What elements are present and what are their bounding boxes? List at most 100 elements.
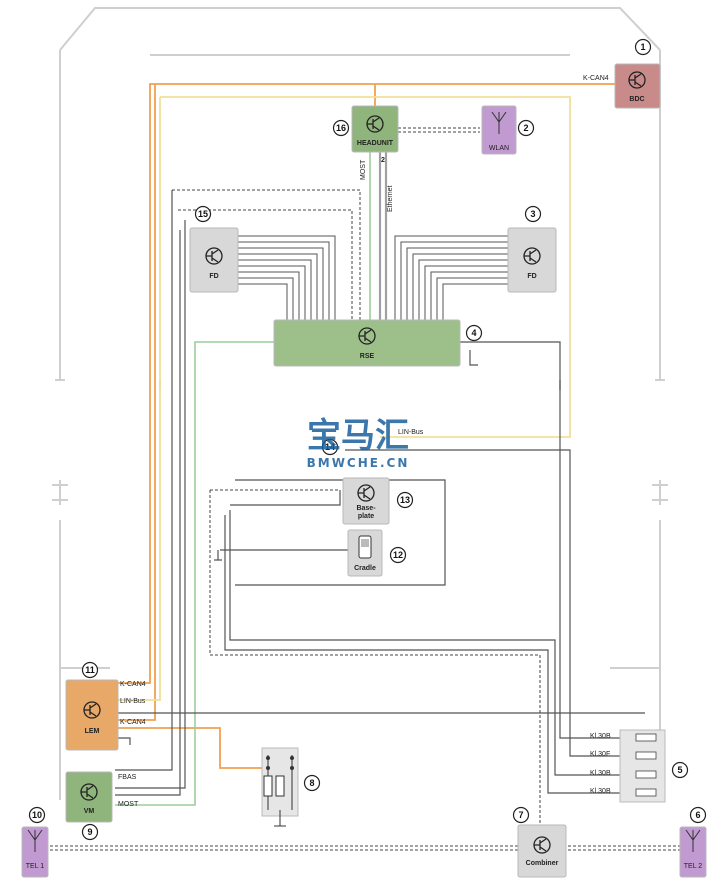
cradle-module[interactable]: Cradle <box>347 529 383 577</box>
callout-11: 11 <box>81 661 99 679</box>
callout-2: 2 <box>517 119 535 137</box>
tel2-antenna-icon <box>685 829 701 852</box>
kcan4-wires <box>118 83 615 769</box>
signal-splitter-block <box>261 747 299 827</box>
fd_right-transistor-icon <box>523 247 541 265</box>
callout-16: 16 <box>332 119 350 137</box>
bdc-transistor-icon <box>628 71 646 89</box>
watermark: 宝马汇 BMWCHE.CN <box>307 416 410 470</box>
fd_right-label: FD <box>527 273 536 280</box>
vm-transistor-icon <box>80 783 98 801</box>
callout-number: 2 <box>523 123 528 133</box>
callout-number: 16 <box>336 123 346 133</box>
headunit-module[interactable]: HEADUNIT <box>351 105 399 153</box>
callout-number: 3 <box>530 209 535 219</box>
callout-number: 10 <box>32 810 42 820</box>
callout-8: 8 <box>303 774 321 792</box>
baseplate-label: plate <box>358 513 374 520</box>
lin-bus-wires <box>118 96 571 701</box>
cradle-label: Cradle <box>354 565 376 572</box>
callout-number: 6 <box>695 810 700 820</box>
callout-13: 13 <box>396 491 414 509</box>
headunit-label: HEADUNIT <box>357 140 394 147</box>
wlan-label: WLAN <box>489 145 509 152</box>
vm-most-label: MOST <box>118 801 139 808</box>
ethernet-vertical-label: Ethernet <box>387 185 394 212</box>
fd-bundles <box>238 235 508 320</box>
callout-number: 15 <box>198 209 208 219</box>
fuse-box <box>619 729 666 803</box>
watermark-en: BMWCHE.CN <box>307 456 410 470</box>
callout-5: 5 <box>671 761 689 779</box>
callout-4: 4 <box>465 324 483 342</box>
fuse-label: Kl.30F <box>590 751 610 758</box>
callout-number: 11 <box>85 665 95 675</box>
most-vertical-label: MOST <box>360 159 367 180</box>
baseplate-transistor-icon <box>357 484 375 502</box>
callout-7: 7 <box>512 806 530 824</box>
callout-14: 14 <box>321 438 339 456</box>
fuse-label: Kl.30B <box>590 770 611 777</box>
tel1-antenna-module[interactable]: TEL 1 <box>21 826 49 878</box>
lem-kcan4-bottom-label: K-CAN4 <box>120 719 146 726</box>
combiner-transistor-icon <box>533 836 551 854</box>
ethernet-wires <box>378 152 388 320</box>
fuse-label: Kl.30B <box>590 733 611 740</box>
wlan-module[interactable]: WLAN <box>481 105 517 155</box>
callout-number: 1 <box>640 42 645 52</box>
lem-kcan4-top-label: K-CAN4 <box>120 681 146 688</box>
wlan-antenna-icon <box>491 111 507 134</box>
callout-number: 5 <box>677 765 682 775</box>
vm-fbas-label: FBAS <box>118 774 137 781</box>
fd_left-transistor-icon <box>205 247 223 265</box>
combiner-module[interactable]: Combiner <box>517 824 567 878</box>
most-wires <box>115 152 371 806</box>
headunit-transistor-icon <box>366 115 384 133</box>
fd-left-module[interactable]: FD <box>189 227 239 293</box>
vm-label: VM <box>84 808 95 815</box>
callout-10: 10 <box>28 806 46 824</box>
callout-1: 1 <box>634 38 652 56</box>
callout-number: 14 <box>325 442 335 452</box>
tel2-label: TEL 2 <box>684 863 703 870</box>
callout-number: 13 <box>400 495 410 505</box>
tel1-label: TEL 1 <box>26 863 45 870</box>
callout-number: 9 <box>87 827 92 837</box>
tel1-antenna-icon <box>27 829 43 852</box>
rse-transistor-icon <box>358 327 376 345</box>
callout-number: 12 <box>393 550 403 560</box>
dashed-wires <box>40 127 690 851</box>
lem-linbus-label: LIN-Bus <box>120 698 146 705</box>
lin-bus-right-label: LIN-Bus <box>398 429 424 436</box>
callout-number: 4 <box>471 328 476 338</box>
fd-right-module[interactable]: FD <box>507 227 557 293</box>
fuse-label: Kl.30B <box>590 788 611 795</box>
watermark-cn: 宝马汇 <box>307 416 409 456</box>
callout-number: 7 <box>518 810 523 820</box>
bdc-label: BDC <box>629 96 644 103</box>
lem-label: LEM <box>85 728 100 735</box>
lem-transistor-icon <box>83 701 101 719</box>
kcan4-top-label: K-CAN4 <box>583 75 609 82</box>
labels-layer: K-CAN4MOSTEthernet2LIN-BusK-CAN4LIN-BusK… <box>118 75 611 808</box>
callout-3: 3 <box>524 205 542 223</box>
power-wires <box>115 190 645 796</box>
rse-module[interactable]: RSE <box>273 319 461 367</box>
fd_left-label: FD <box>209 273 218 280</box>
callout-6: 6 <box>689 806 707 824</box>
ethernet-num-label: 2 <box>381 157 385 164</box>
bdc-module[interactable]: BDC <box>614 63 661 109</box>
callout-9: 9 <box>81 823 99 841</box>
callout-number: 8 <box>309 778 314 788</box>
callout-15: 15 <box>194 205 212 223</box>
vm-module[interactable]: VM <box>65 771 113 823</box>
baseplate-module[interactable]: Base-plate <box>342 477 390 525</box>
tel2-antenna-module[interactable]: TEL 2 <box>679 826 707 878</box>
lem-module[interactable]: LEM <box>65 679 119 751</box>
callout-12: 12 <box>389 546 407 564</box>
phone-icon <box>358 535 372 559</box>
combiner-label: Combiner <box>526 860 559 867</box>
baseplate-label: Base- <box>356 505 376 512</box>
